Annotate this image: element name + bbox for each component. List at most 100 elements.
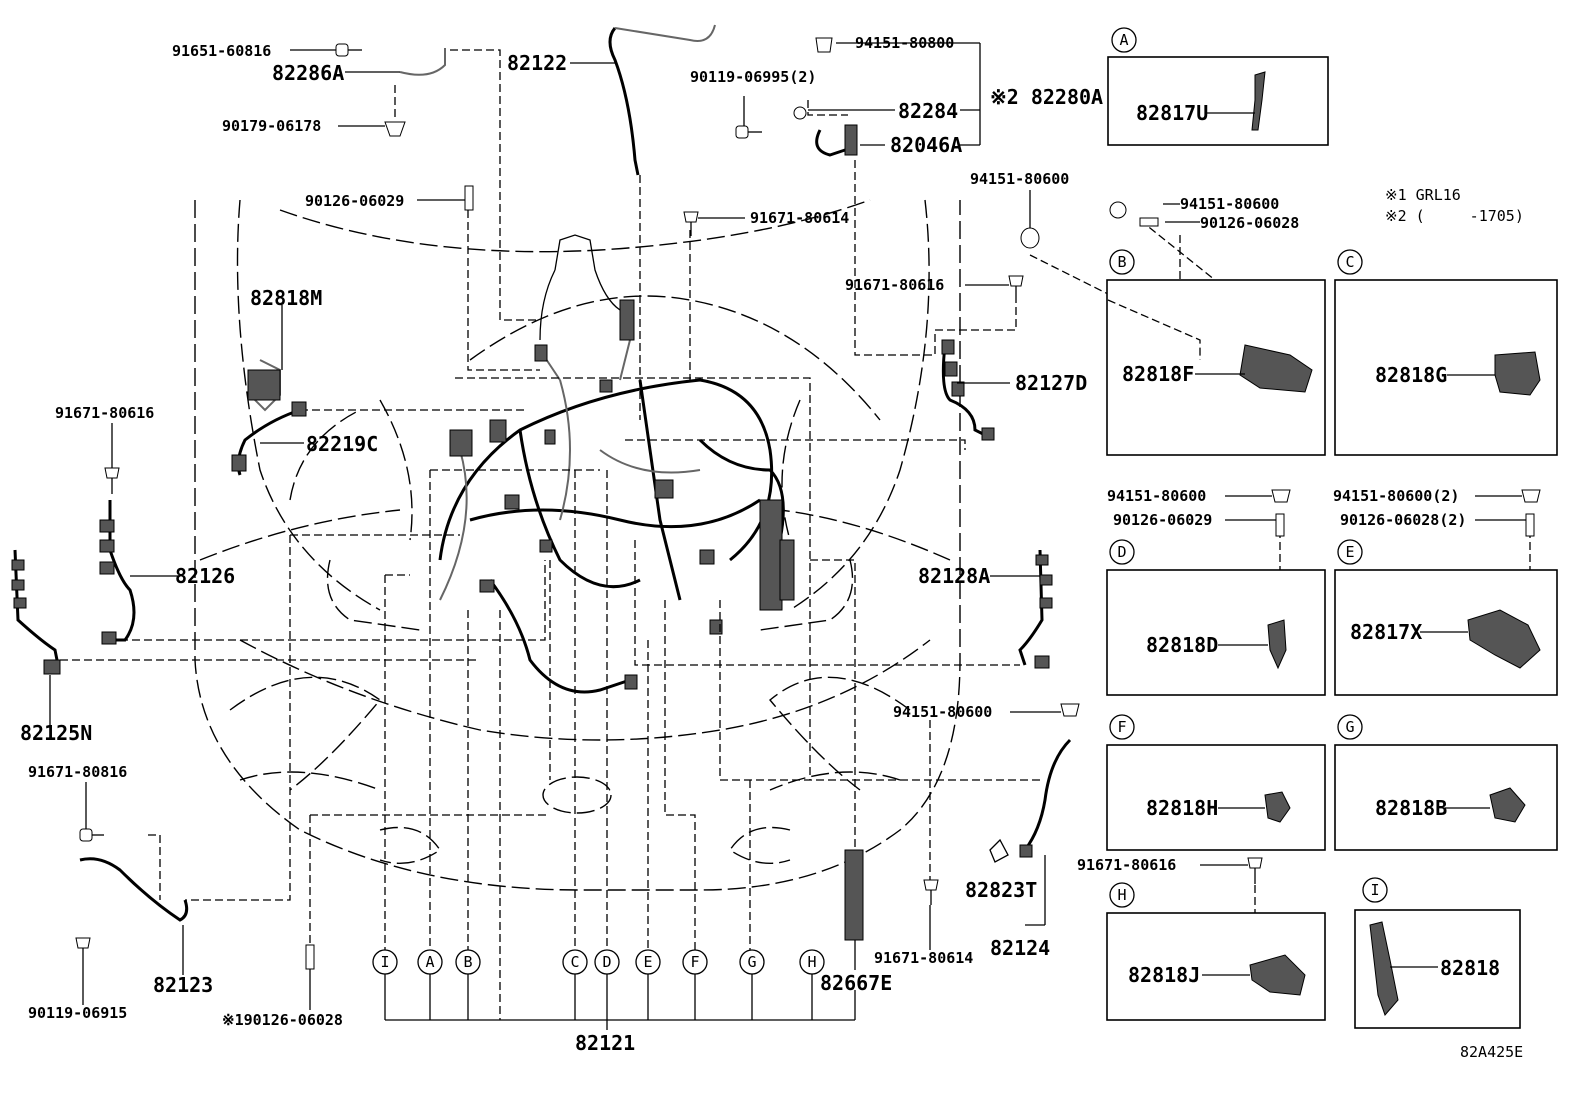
- detail-tag-G: G: [1345, 718, 1354, 736]
- part-label-94151-80600-b: 94151-80600: [1180, 195, 1279, 213]
- circle-tag-E: E: [643, 953, 652, 971]
- detail-part-82817U: 82817U: [1136, 101, 1208, 125]
- part-label-94151-80600: 94151-80600: [970, 170, 1069, 188]
- part-label-90119-06915: 90119-06915: [28, 1004, 127, 1022]
- bolt-icon: [1008, 275, 1024, 300]
- circle-tag-I: I: [380, 953, 389, 971]
- stud-icon: [1525, 513, 1535, 537]
- part-label-82125N: 82125N: [20, 721, 92, 745]
- bolt-icon: [79, 828, 104, 842]
- part-label-91671-80616: 91671-80616: [845, 276, 944, 294]
- circle-tag-G: G: [747, 953, 756, 971]
- part-label-90126-06028-b: 90126-06028: [1200, 214, 1299, 232]
- part-label-82286A: 82286A: [272, 61, 344, 85]
- bolt-icon: [335, 43, 362, 57]
- detail-fastener-E-1: 94151-80600(2): [1333, 487, 1459, 505]
- clip-icon: [384, 121, 406, 137]
- clip-icon: [1020, 227, 1040, 249]
- diagram-code: 82A425E: [1460, 1043, 1523, 1061]
- detail-tag-B: B: [1117, 253, 1126, 271]
- part-label-82046A: 82046A: [890, 133, 962, 157]
- part-label-82126: 82126: [175, 564, 235, 588]
- part-label-82123: 82123: [153, 973, 213, 997]
- clip-icon: [1060, 703, 1080, 717]
- circle-tag-A: A: [425, 953, 434, 971]
- note-1: ※1 GRL16: [1385, 186, 1461, 204]
- stud-icon: [1275, 513, 1285, 537]
- part-label-82284: 82284: [898, 99, 958, 123]
- detail-box-F: F 82818H: [1106, 714, 1326, 851]
- detail-part-82817X: 82817X: [1350, 620, 1422, 644]
- circle-tag-B: B: [463, 953, 472, 971]
- detail-box-E: 94151-80600(2) 90126-06028(2) E 82817X: [1333, 487, 1558, 696]
- part-label-82124: 82124: [990, 936, 1050, 960]
- detail-part-82818J: 82818J: [1128, 963, 1200, 987]
- detail-part-82818H: 82818H: [1146, 796, 1218, 820]
- nut-icon: [793, 106, 807, 120]
- detail-fastener-D-1: 94151-80600: [1107, 487, 1206, 505]
- part-label-91651-60816: 91651-60816: [172, 42, 271, 60]
- detail-fastener-D-2: 90126-06029: [1113, 511, 1212, 529]
- bolt-icon: [923, 879, 939, 905]
- part-label-82121: 82121: [575, 1031, 635, 1055]
- stud-icon: [305, 944, 315, 970]
- detail-part-82818B: 82818B: [1375, 796, 1447, 820]
- part-label-82128A: 82128A: [918, 564, 990, 588]
- bolt-icon: [683, 211, 699, 236]
- detail-fastener-E-2: 90126-06028(2): [1340, 511, 1466, 529]
- part-label-91671-80816: 91671-80816: [28, 763, 127, 781]
- circle-tag-D: D: [602, 953, 611, 971]
- detail-tag-C: C: [1345, 253, 1354, 271]
- part-label-82280A: ※2 82280A: [990, 85, 1103, 109]
- clip-icon: [1521, 489, 1541, 503]
- detail-box-B: B 82818F: [1106, 249, 1326, 456]
- label-leaders: [49, 42, 1526, 1030]
- part-label-82219C: 82219C: [306, 432, 378, 456]
- bolt-icon: [735, 125, 762, 139]
- part-label-91671-80616-left: 91671-80616: [55, 404, 154, 422]
- part-label-94151-80800: 94151-80800: [855, 34, 954, 52]
- part-label-90179-06178: 90179-06178: [222, 117, 321, 135]
- detail-part-82818D: 82818D: [1146, 633, 1218, 657]
- detail-tag-E: E: [1345, 543, 1354, 561]
- car-body-outline: [194, 199, 961, 891]
- detail-box-C: C 82818G: [1334, 249, 1558, 456]
- bolt-icon: [1247, 857, 1263, 884]
- detail-tag-A: A: [1119, 31, 1128, 49]
- bolt-icon: [104, 467, 120, 494]
- detail-part-82818G: 82818G: [1375, 363, 1447, 387]
- detail-box-G: G 82818B: [1334, 714, 1558, 851]
- circle-tags: I A B C D E F G H: [372, 949, 825, 975]
- detail-tag-I: I: [1370, 881, 1379, 899]
- wire-parts: [11, 24, 1072, 941]
- note-2: ※2 ( -1705): [1385, 207, 1524, 225]
- detail-box-I: I 82818: [1354, 877, 1521, 1029]
- stud-icon: [1139, 217, 1159, 227]
- leader-lines: [60, 49, 1531, 1020]
- detail-fastener-H-1: 91671-80616: [1077, 856, 1176, 874]
- detail-tag-H: H: [1117, 886, 1126, 904]
- bolt-icon: [75, 937, 91, 962]
- detail-part-82818: 82818: [1440, 956, 1500, 980]
- detail-box-A: A 82817U: [1107, 27, 1329, 146]
- detail-tag-F: F: [1117, 718, 1126, 736]
- detail-box-D: 94151-80600 90126-06029 D 82818D: [1106, 487, 1326, 696]
- fasteners: [75, 37, 1541, 970]
- detail-box-H: 91671-80616 H 82818J: [1077, 856, 1326, 1021]
- part-label-90119-06995: 90119-06995(2): [690, 68, 816, 86]
- engine-harness: [438, 234, 795, 694]
- circle-tag-F: F: [690, 953, 699, 971]
- part-label-91671-80614-bottom: 91671-80614: [874, 949, 973, 967]
- part-label-90126-06028-note1: ※190126-06028: [222, 1011, 343, 1029]
- part-label-82823T: 82823T: [965, 878, 1037, 902]
- part-label-82818M: 82818M: [250, 286, 322, 310]
- part-labels: 91651-60816 82286A 90179-06178 82122 941…: [20, 34, 1299, 1055]
- clip-icon: [1109, 201, 1127, 219]
- clip-icon: [815, 37, 833, 53]
- notes: ※1 GRL16 ※2 ( -1705): [1385, 186, 1524, 225]
- stud-icon: [464, 185, 474, 211]
- circle-tag-C: C: [570, 953, 579, 971]
- part-label-82667E: 82667E: [820, 971, 892, 995]
- part-label-90126-06029: 90126-06029: [305, 192, 404, 210]
